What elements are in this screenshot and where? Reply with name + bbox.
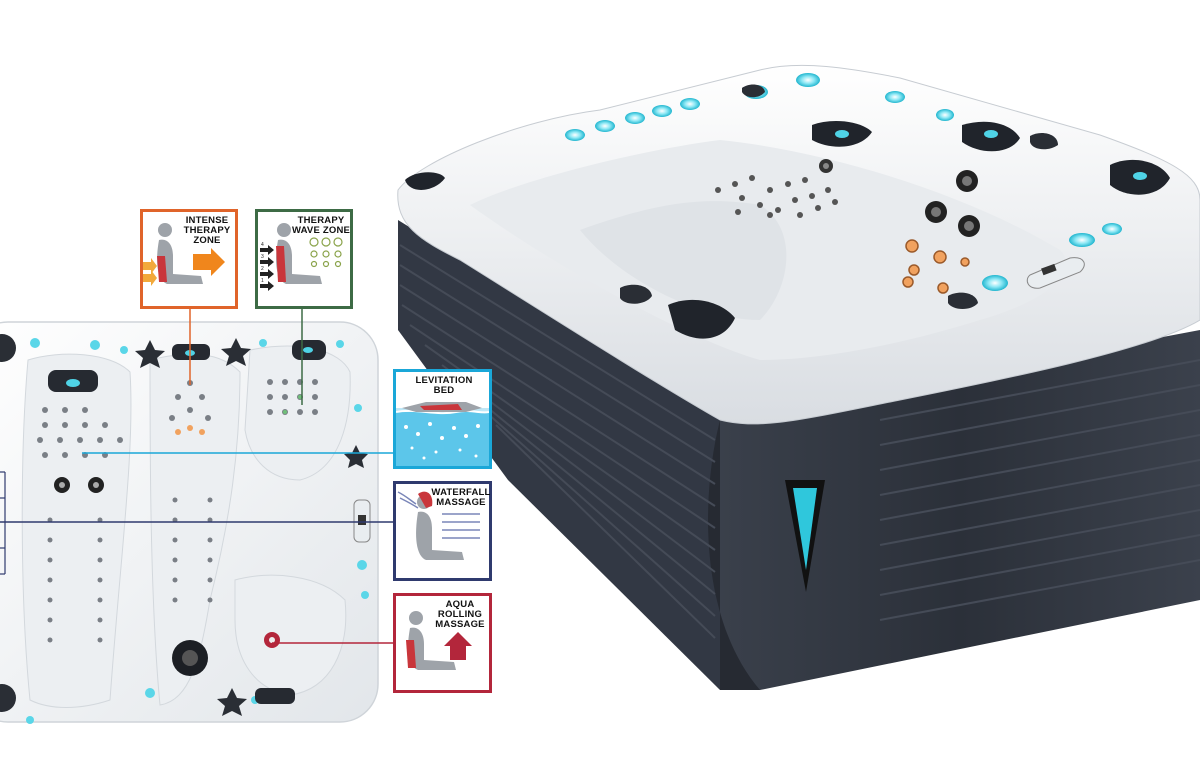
corner-caps <box>0 334 16 712</box>
wave-figure-icon: 4 3 2 1 <box>260 223 343 291</box>
small-jets <box>715 175 838 218</box>
corner-light-icon <box>785 480 825 592</box>
wave-arrows-icon <box>260 245 274 291</box>
card-therapy-wave: THERAPY WAVE ZONE 4 3 2 1 <box>255 209 353 309</box>
water-stream-icon <box>397 491 480 539</box>
heat-arrows-icon <box>143 258 157 286</box>
top-control-screen <box>358 515 366 525</box>
left-edge-bracket <box>0 471 6 575</box>
top-green-jets <box>283 395 302 414</box>
seat-pillows <box>620 84 1058 310</box>
control-panel-icon <box>1026 257 1085 289</box>
top-orange-jets <box>175 425 205 435</box>
card-levitation-title: LEVITATION BED <box>415 375 473 396</box>
lounge-seat <box>580 201 787 320</box>
card-intense-therapy: INTENSE THERAPY ZONE <box>140 209 238 309</box>
wave-step-1: 1 <box>261 278 264 284</box>
card-levitation-bed: LEVITATION BED <box>393 369 492 469</box>
cabinet-slats-left <box>399 244 716 639</box>
wave-step-4: 4 <box>261 242 264 248</box>
aqua-figure-icon <box>406 611 472 670</box>
card-waterfall-title: WATERFALL MASSAGE <box>431 487 491 508</box>
up-arrow-icon <box>444 632 472 660</box>
big-jets <box>819 159 980 237</box>
orange-arrow-icon <box>193 248 225 276</box>
star-pillows <box>135 338 368 716</box>
headrests <box>405 120 1170 339</box>
card-waterfall-massage: WATERFALL MASSAGE <box>393 481 492 581</box>
card-intense-title: INTENSE THERAPY ZONE <box>183 215 231 246</box>
card-aqua-title: AQUA ROLLING MASSAGE <box>435 599 485 630</box>
cabinet <box>398 220 1200 690</box>
bubbles-icon <box>404 422 480 460</box>
cabinet-slats-right <box>879 359 1200 621</box>
card-aqua-rolling: AQUA ROLLING MASSAGE <box>393 593 492 693</box>
levitation-icon <box>396 402 489 466</box>
wave-step-3: 3 <box>261 254 264 260</box>
top-rim-lights <box>26 338 369 724</box>
card-wave-title: THERAPY WAVE ZONE <box>291 215 351 236</box>
orange-jets <box>902 239 970 294</box>
seated-figure-icon <box>143 223 225 286</box>
waterfall-figure-icon <box>397 491 480 560</box>
top-jets <box>37 379 318 643</box>
top-big-jets <box>54 477 280 676</box>
wave-step-2: 2 <box>261 266 264 272</box>
wave-rings-icon <box>309 237 343 268</box>
